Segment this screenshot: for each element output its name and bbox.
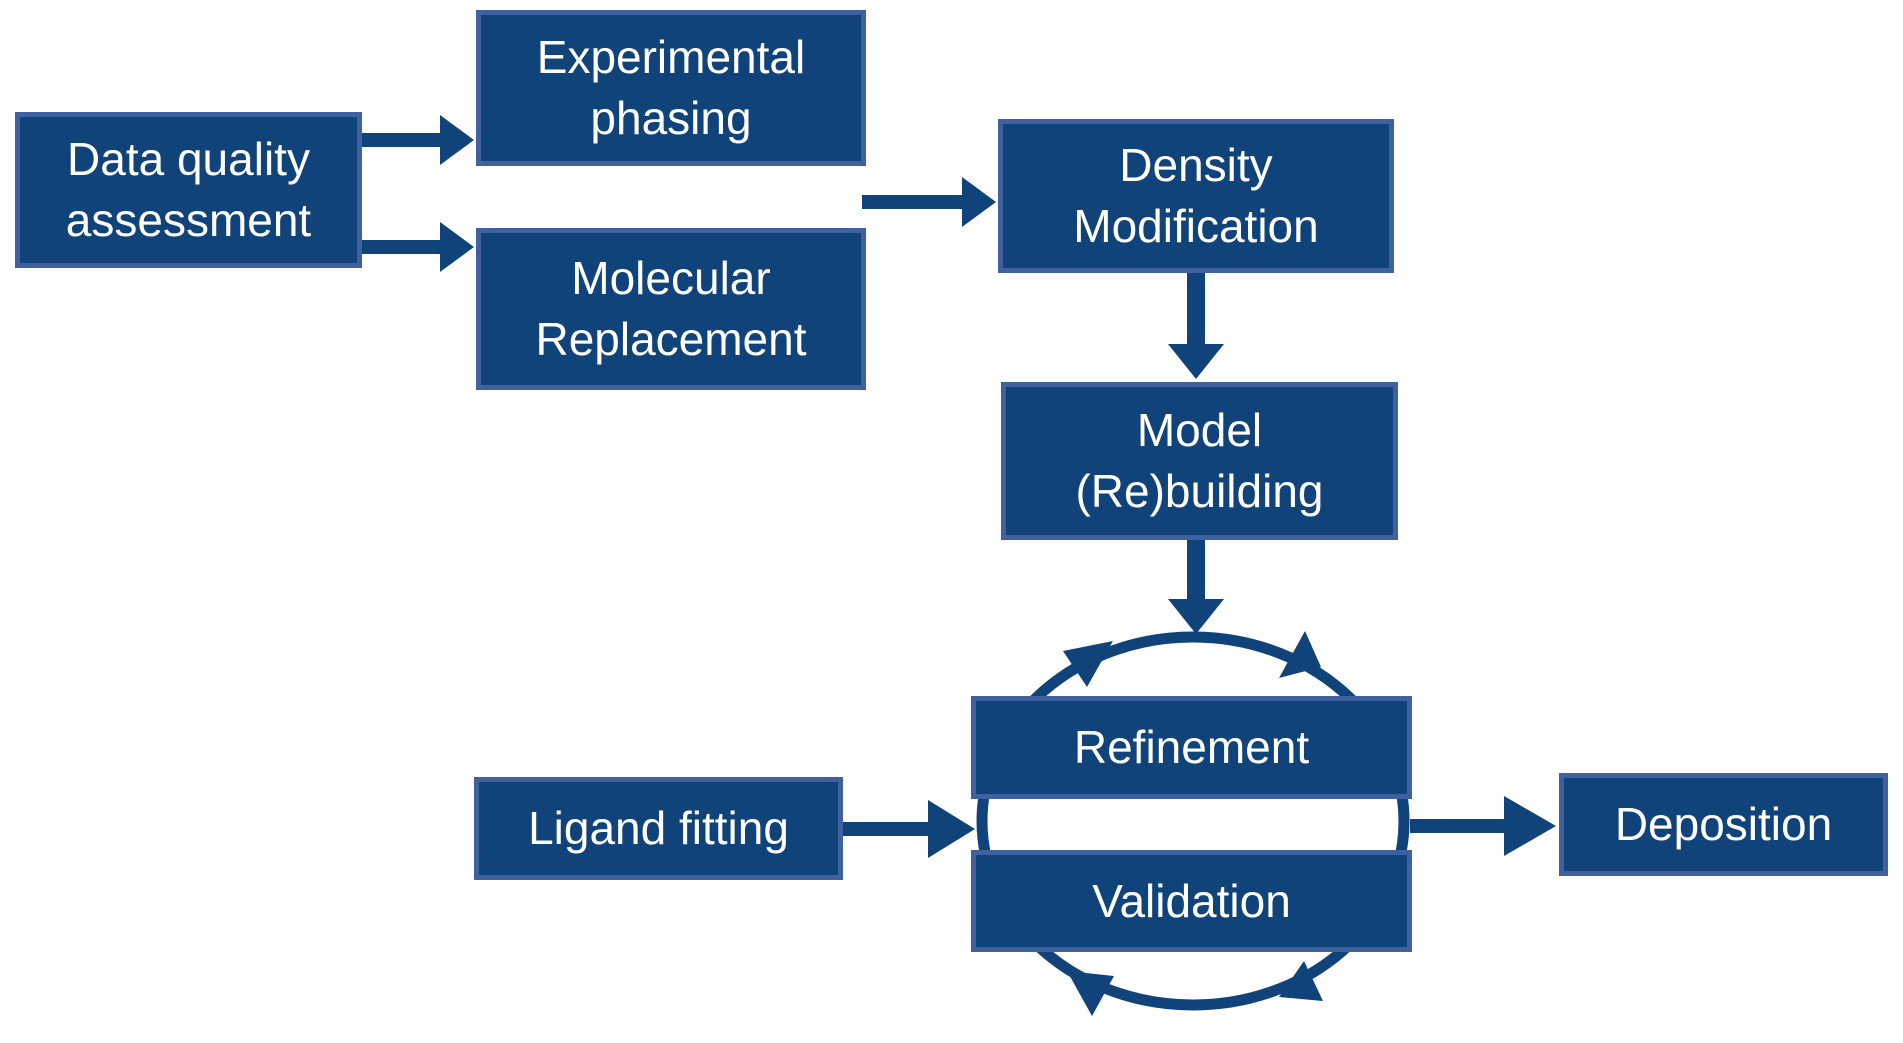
arrow-phasing-to-densitymod [862,177,996,227]
node-label: Validation [1092,874,1291,927]
arrow-model-to-cycle [1168,538,1224,634]
node-label: Data quality assessment [65,133,312,246]
cycle-arrowhead-top-left [1063,641,1113,687]
node-deposition: Deposition [1559,773,1888,876]
cycle-arrowhead-bottom-right [1279,961,1323,1001]
node-density-modification: Density Modification [998,119,1394,273]
node-label: Molecular Replacement [535,252,807,365]
arrow-densitymod-to-model [1168,271,1224,379]
node-data-quality-assessment: Data quality assessment [15,112,362,268]
node-molecular-replacement: Molecular Replacement [476,228,866,390]
node-model-rebuilding: Model (Re)building [1001,382,1398,540]
node-validation: Validation [971,850,1412,952]
cycle-ring [976,631,1410,1011]
cycle-arrowhead-bottom-left [1067,971,1114,1016]
node-refinement: Refinement [971,696,1412,799]
arrow-dataquality-to-phasing [358,115,474,165]
node-experimental-phasing: Experimental phasing [476,10,866,166]
arrow-dataquality-to-molrep [358,222,474,272]
node-ligand-fitting: Ligand fitting [474,777,843,880]
node-label: Deposition [1614,798,1833,851]
cycle-arrowhead-top-right [1279,631,1321,678]
arrow-ligand-to-cycle [841,800,975,858]
node-label: Ligand fitting [528,802,789,855]
node-label: Model (Re)building [1075,404,1324,517]
node-label: Refinement [1073,721,1310,774]
node-label: Density Modification [1073,139,1319,252]
arrow-cycle-to-deposition [1410,796,1556,856]
node-label: Experimental phasing [536,31,806,144]
